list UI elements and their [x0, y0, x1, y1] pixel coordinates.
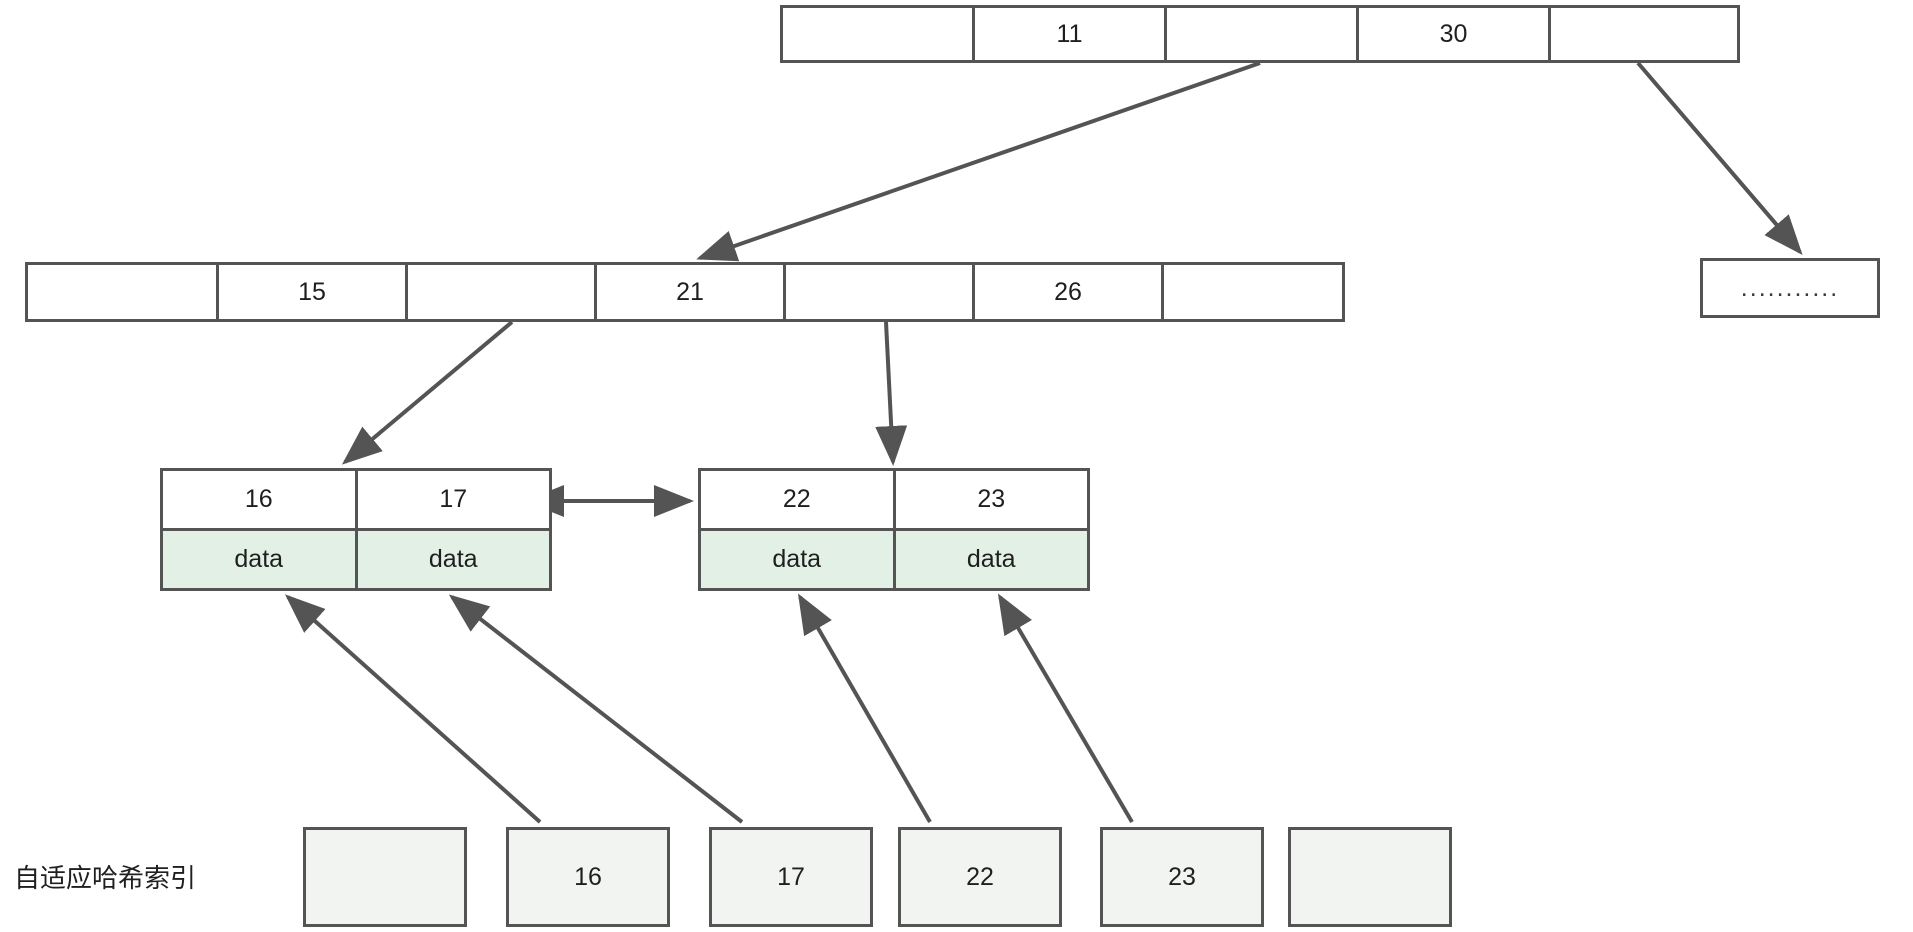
- leaf-right-data-0[interactable]: data: [701, 531, 896, 588]
- connector-internal-to-leaf-right: [875, 321, 908, 466]
- hash-bucket-0[interactable]: [303, 827, 467, 927]
- hash-bucket-4[interactable]: 23: [1100, 827, 1264, 927]
- omitted-cell-0: ...........: [1703, 261, 1877, 315]
- leaf-left-data-1[interactable]: data: [357, 531, 549, 588]
- internal-cell-3[interactable]: 21: [597, 265, 786, 319]
- leaf-right-key-0[interactable]: 22: [701, 471, 896, 528]
- internal-cell-4[interactable]: [786, 265, 975, 319]
- leaf-left-key-0[interactable]: 16: [163, 471, 358, 528]
- leaf-page-left[interactable]: 16 17 data data: [160, 468, 552, 591]
- leaf-left-data-0[interactable]: data: [163, 531, 358, 588]
- connector-root-to-internal: [696, 61, 1261, 262]
- leaf-left-key-row: 16 17: [163, 471, 549, 531]
- leaf-right-data-row: data data: [701, 531, 1087, 588]
- connector-hash-17-to-data: [448, 594, 744, 824]
- internal-index-page[interactable]: 15 21 26: [25, 262, 1345, 322]
- omitted-index-page[interactable]: ...........: [1700, 258, 1880, 318]
- root-cell-1[interactable]: 11: [975, 8, 1167, 60]
- root-cell-4[interactable]: [1551, 8, 1737, 60]
- root-cell-3[interactable]: 30: [1359, 8, 1551, 60]
- internal-cell-1[interactable]: 15: [219, 265, 408, 319]
- hash-bucket-1[interactable]: 16: [506, 827, 670, 927]
- leaf-left-data-row: data data: [163, 531, 549, 588]
- internal-cell-2[interactable]: [408, 265, 597, 319]
- connector-root-to-omitted: [1636, 61, 1803, 256]
- internal-cell-0[interactable]: [28, 265, 219, 319]
- connector-internal-to-leaf-left: [341, 320, 514, 465]
- hash-bucket-5[interactable]: [1288, 827, 1452, 927]
- root-index-page[interactable]: 11 30: [780, 5, 1740, 63]
- hash-bucket-2[interactable]: 17: [709, 827, 873, 927]
- adaptive-hash-index-label: 自适应哈希索引: [14, 863, 197, 893]
- hash-bucket-3[interactable]: 22: [898, 827, 1062, 927]
- root-cell-0[interactable]: [783, 8, 975, 60]
- leaf-right-data-1[interactable]: data: [895, 531, 1087, 588]
- root-cell-2[interactable]: [1167, 8, 1359, 60]
- connector-hash-22-to-data: [797, 593, 932, 824]
- internal-cell-6[interactable]: [1164, 265, 1342, 319]
- leaf-page-right[interactable]: 22 23 data data: [698, 468, 1090, 591]
- connector-hash-16-to-data: [285, 594, 542, 824]
- leaf-left-key-1[interactable]: 17: [357, 471, 549, 528]
- connector-hash-23-to-data: [997, 593, 1134, 824]
- leaf-right-key-1[interactable]: 23: [895, 471, 1087, 528]
- leaf-right-key-row: 22 23: [701, 471, 1087, 531]
- internal-cell-5[interactable]: 26: [975, 265, 1164, 319]
